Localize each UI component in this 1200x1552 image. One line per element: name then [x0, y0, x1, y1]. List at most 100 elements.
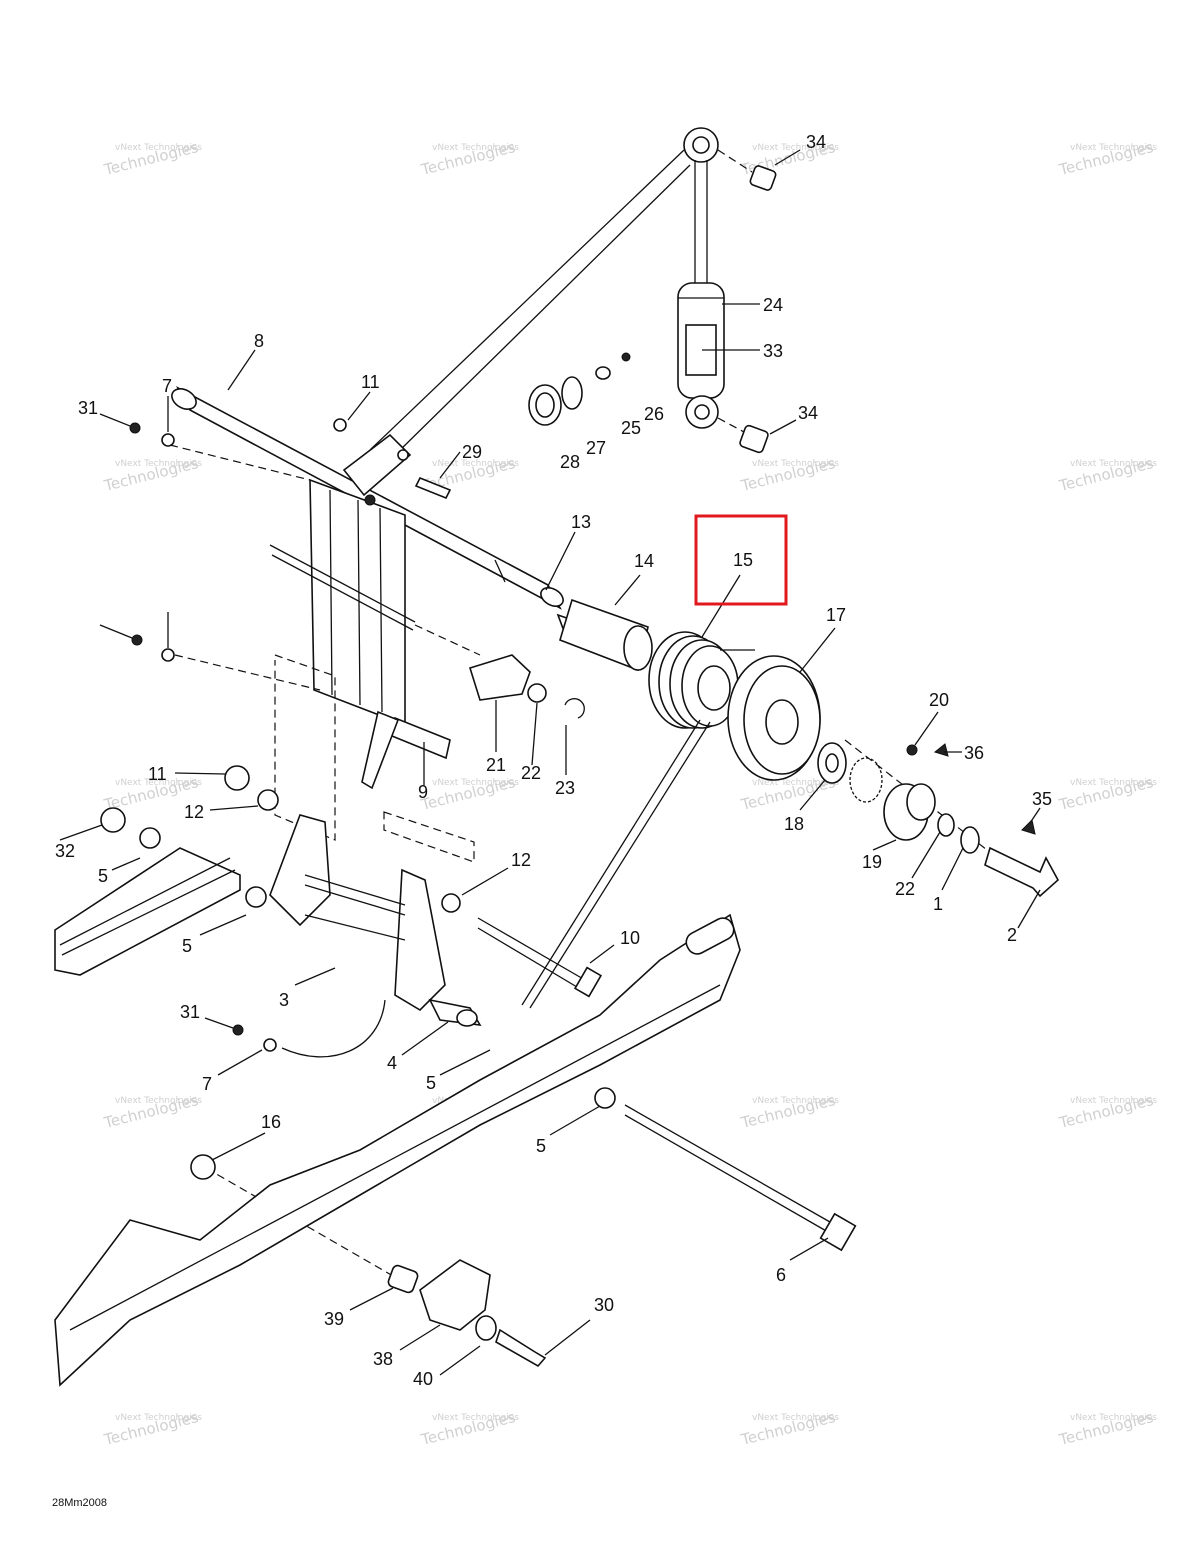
- watermark: vNext Technologies Technologies: [101, 1408, 202, 1449]
- callout-label: 12: [511, 850, 531, 870]
- watermark-text: vNext Technologies: [1070, 143, 1157, 153]
- callout-label: 22: [521, 763, 541, 783]
- callout-label: 5: [536, 1136, 546, 1156]
- watermark: vNext Technologies Technologies: [1056, 1091, 1157, 1132]
- drawing-code: 28Mm2008: [52, 1497, 108, 1509]
- watermark-text: vNext Technologies: [432, 143, 519, 153]
- callout-label: 14: [634, 551, 654, 571]
- callout-label: 8: [254, 331, 264, 351]
- watermark: vNext Technologies Technologies: [101, 138, 202, 179]
- callout-label: 24: [763, 295, 783, 315]
- watermark: vNext Technologies Technologies: [1056, 773, 1157, 814]
- callout-label: 18: [784, 814, 804, 834]
- callout-label: 30: [594, 1295, 614, 1315]
- right-rail: [54, 913, 741, 1387]
- watermark-text: vNext Technologies: [115, 1096, 202, 1106]
- watermark-text: vNext Technologies: [1070, 1096, 1157, 1106]
- rear-hardware: [190, 1154, 547, 1368]
- callout-label: 5: [182, 936, 192, 956]
- watermark-text: vNext Technologies: [1070, 1413, 1157, 1423]
- watermark-text: vNext Technologies: [432, 778, 519, 788]
- callout-label: 33: [763, 341, 783, 361]
- callout-label: 11: [361, 372, 380, 392]
- callout-label: 29: [462, 442, 482, 462]
- watermark-text: vNext Technologies: [752, 1413, 839, 1423]
- watermark-text: vNext Technologies: [115, 143, 202, 153]
- callout-label: 10: [620, 928, 640, 948]
- watermark: vNext Technologies Technologies: [418, 1408, 519, 1449]
- swing-arm-plate: [309, 478, 406, 727]
- highlighted-callout-label: 15: [733, 550, 753, 570]
- callout-label: 35: [1032, 789, 1052, 809]
- watermark: vNext Technologies Technologies: [101, 454, 202, 495]
- idler-assembly: [521, 598, 1060, 1009]
- watermark-text: vNext Technologies: [115, 1413, 202, 1423]
- watermark: vNext Technologies Technologies: [101, 1091, 202, 1132]
- watermark-text: vNext Technologies: [752, 143, 839, 153]
- shock-absorber: [677, 127, 777, 454]
- watermark: vNext Technologies Technologies: [418, 138, 519, 179]
- callout-label: 34: [798, 403, 818, 423]
- shock-link: [342, 149, 691, 497]
- callout-label: 39: [324, 1309, 344, 1329]
- callout-label: 13: [571, 512, 591, 532]
- callout-label: 16: [261, 1112, 281, 1132]
- callout-label: 27: [586, 438, 606, 458]
- watermark-text: vNext Technologies: [1070, 778, 1157, 788]
- callout-label: 31: [78, 398, 98, 418]
- callout-label: 1: [933, 894, 943, 914]
- callout-label: 20: [929, 690, 949, 710]
- callout-label: 2: [1007, 925, 1017, 945]
- callout-label: 17: [826, 605, 846, 625]
- callout-label: 25: [621, 418, 641, 438]
- watermark: vNext Technologies Technologies: [418, 773, 519, 814]
- small-hardware: [528, 352, 631, 426]
- callout-label: 4: [387, 1053, 397, 1073]
- slider-bracket: [468, 654, 585, 719]
- callout-label: 12: [184, 802, 204, 822]
- callout-label: 21: [486, 755, 506, 775]
- callout-label: 26: [644, 404, 664, 424]
- watermark-text: vNext Technologies: [115, 778, 202, 788]
- callout-label: 40: [413, 1369, 433, 1389]
- watermark-text: vNext Technologies: [752, 459, 839, 469]
- watermark: vNext Technologies Technologies: [738, 454, 839, 495]
- callout-label: 28: [560, 452, 580, 472]
- callout-label: 6: [776, 1265, 786, 1285]
- watermark-text: vNext Technologies: [432, 1413, 519, 1423]
- callout-label: 22: [895, 879, 915, 899]
- callout-label: 9: [418, 782, 428, 802]
- callout-label: 5: [98, 866, 108, 886]
- watermark: vNext Technologies Technologies: [1056, 1408, 1157, 1449]
- watermark-text: vNext Technologies: [432, 459, 519, 469]
- callout-label: 32: [55, 841, 75, 861]
- callout-label: 11: [148, 764, 167, 784]
- watermark: vNext Technologies Technologies: [738, 1408, 839, 1449]
- front-arm-frame: [100, 765, 482, 1027]
- callout-label: 38: [373, 1349, 393, 1369]
- callout-label: 36: [964, 743, 984, 763]
- callout-label: 3: [279, 990, 289, 1010]
- leader-lines: [59, 149, 1041, 1376]
- callout-labels: 34 24 33 26 25 27 28 8 11 7 31 29 13 14 …: [55, 132, 1052, 1389]
- left-rail: [54, 847, 241, 976]
- bolts: [477, 917, 857, 1252]
- callout-label: 5: [426, 1073, 436, 1093]
- pivot-rod: [269, 544, 451, 790]
- watermark-text: vNext Technologies: [115, 459, 202, 469]
- callout-label: 34: [806, 132, 826, 152]
- callout-label: 23: [555, 778, 575, 798]
- watermark-text: vNext Technologies: [752, 778, 839, 788]
- watermark: vNext Technologies Technologies: [1056, 454, 1157, 495]
- watermark: vNext Technologies Technologies: [738, 1091, 839, 1132]
- nuts: [129, 418, 452, 1058]
- callout-label: 7: [202, 1074, 212, 1094]
- watermark-text: vNext Technologies: [1070, 459, 1157, 469]
- callout-label: 7: [162, 376, 172, 396]
- watermark-text: vNext Technologies: [752, 1096, 839, 1106]
- watermark: vNext Technologies Technologies: [1056, 138, 1157, 179]
- callout-label: 19: [862, 852, 882, 872]
- callout-label: 31: [180, 1002, 200, 1022]
- highlight-box: [694, 514, 788, 606]
